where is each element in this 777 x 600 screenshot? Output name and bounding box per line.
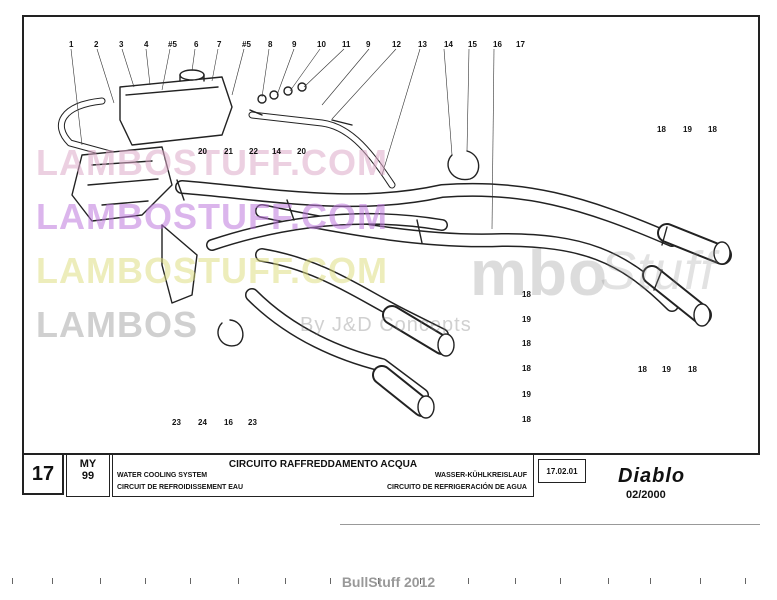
callout-label: 14	[444, 40, 453, 49]
callout-label: 8	[268, 40, 273, 49]
callout-label: 18	[708, 125, 717, 134]
callout-label: 19	[683, 125, 692, 134]
watermark-text: Stuff	[600, 241, 717, 301]
callout-label: 21	[224, 147, 233, 156]
callout-label: 19	[522, 390, 531, 399]
callout-label: 6	[194, 40, 199, 49]
callout-label: 13	[418, 40, 427, 49]
callout-label: 24	[198, 418, 207, 427]
callout-label: 18	[522, 339, 531, 348]
callout-label: 3	[119, 40, 124, 49]
callout-label: 1	[69, 40, 74, 49]
callout-label: 4	[144, 40, 149, 49]
model-code-box: MY 99	[66, 453, 110, 497]
callout-label: 10	[317, 40, 326, 49]
tick-mark	[100, 578, 101, 584]
callout-label: 16	[224, 418, 233, 427]
callout-label: #5	[242, 40, 251, 49]
tick-mark	[238, 578, 239, 584]
scale-ticks	[0, 576, 777, 586]
ref-code-box: 17.02.01	[538, 459, 586, 483]
callout-label: 18	[688, 365, 697, 374]
callout-label: 9	[366, 40, 371, 49]
callout-label: 18	[638, 365, 647, 374]
title-italian: CIRCUITO RAFFREDDAMENTO ACQUA	[228, 459, 418, 470]
watermark-text: LAMBOSTUFF.COM	[36, 196, 388, 237]
callout-label: 19	[522, 315, 531, 324]
watermark-text: LAMBOS	[36, 304, 198, 345]
tick-mark	[650, 578, 651, 584]
page-number: 17	[31, 462, 55, 485]
callout-label: 16	[493, 40, 502, 49]
callout-label: 17	[516, 40, 525, 49]
tick-mark	[700, 578, 701, 584]
callout-label: 14	[272, 147, 281, 156]
tick-mark	[12, 578, 13, 584]
callout-label: #5	[168, 40, 177, 49]
callout-label: 22	[249, 147, 258, 156]
title-block: 17 MY 99 CIRCUITO RAFFREDDAMENTO ACQUA W…	[22, 453, 768, 501]
title-spanish: CIRCUITO DE REFRIGERACIÓN DE AGUA	[386, 484, 527, 491]
callout-label: 20	[198, 147, 207, 156]
watermark-text: By J&D Concepts	[300, 314, 472, 336]
watermark-text: mbo	[470, 237, 609, 309]
callout-label: 9	[292, 40, 297, 49]
title-english: WATER COOLING SYSTEM	[117, 472, 208, 479]
title-box: CIRCUITO RAFFREDDAMENTO ACQUA WATER COOL…	[112, 453, 534, 497]
tick-mark	[330, 578, 331, 584]
callout-label: 18	[657, 125, 666, 134]
callout-label: 15	[468, 40, 477, 49]
tick-mark	[468, 578, 469, 584]
model-code-line1: MY	[79, 458, 97, 470]
tick-mark	[608, 578, 609, 584]
callout-label: 19	[662, 365, 671, 374]
model-code-line2: 99	[81, 470, 95, 482]
callout-label: 23	[248, 418, 257, 427]
tick-mark	[285, 578, 286, 584]
tick-mark	[145, 578, 146, 584]
callout-label: 23	[172, 418, 181, 427]
tick-mark	[52, 578, 53, 584]
tick-mark	[378, 578, 379, 584]
revision-date: 02/2000	[626, 489, 666, 501]
callout-label: 20	[297, 147, 306, 156]
callout-label: 11	[342, 40, 351, 49]
tick-mark	[515, 578, 516, 584]
ref-code: 17.02.01	[546, 466, 578, 476]
callout-label: 7	[217, 40, 222, 49]
tick-mark	[190, 578, 191, 584]
watermark-text: LAMBOSTUFF.COM	[36, 142, 388, 183]
divider	[340, 524, 760, 525]
brand-logo: Diablo	[618, 465, 686, 487]
callout-label: 18	[522, 415, 531, 424]
tick-mark	[745, 578, 746, 584]
callout-label: 18	[522, 290, 531, 299]
tick-mark	[560, 578, 561, 584]
watermark-text: LAMBOSTUFF.COM	[36, 250, 388, 291]
drawing-frame	[22, 15, 760, 455]
title-german: WASSER-KÜHLKREISLAUF	[434, 472, 527, 479]
title-french: CIRCUIT DE REFROIDISSEMENT EAU	[117, 484, 244, 491]
cooling-system-diagram	[57, 48, 732, 419]
callout-label: 18	[522, 364, 531, 373]
callout-label: 2	[94, 40, 99, 49]
page-number-box: 17	[22, 453, 64, 495]
callout-label: 12	[392, 40, 401, 49]
footer-credit: BullStuff 2012	[341, 574, 436, 590]
tick-mark	[420, 578, 421, 584]
